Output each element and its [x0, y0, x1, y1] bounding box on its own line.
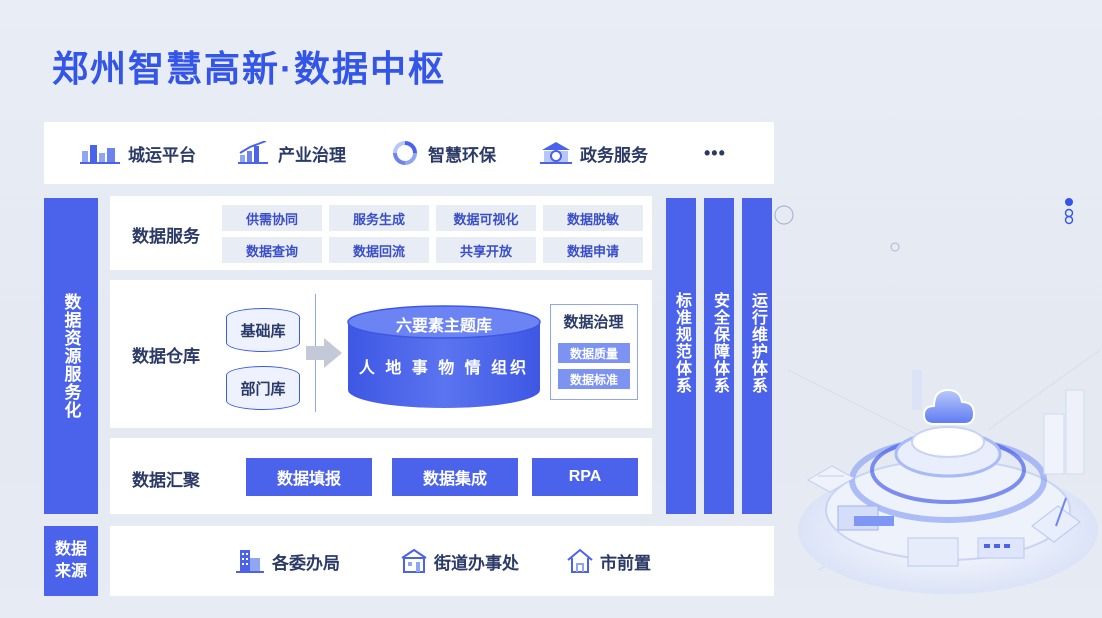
service-tag[interactable]: 数据可视化	[436, 205, 536, 231]
application-bar: 城运平台 产业治理 智慧环保 政务服务 •••	[44, 122, 774, 184]
bar-chart-icon	[238, 141, 268, 164]
governance-item[interactable]: 数据质量	[558, 343, 630, 363]
office-icon	[401, 548, 427, 573]
page-title: 郑州智慧高新·数据中枢	[52, 48, 446, 89]
resource-service-label: 数据资源服务化	[61, 293, 81, 419]
pager-dots-icon[interactable]	[1062, 196, 1076, 230]
security-label: 安全保障体系	[711, 292, 728, 394]
source-item[interactable]: 市前置	[566, 548, 651, 574]
governance-title: 数据治理	[563, 314, 624, 331]
data-warehouse-label: 数据仓库	[132, 347, 200, 366]
data-warehouse-panel: 数据仓库 基础库 部门库 六要素主题库 人 地 事 物 情 组织 数据治理 数据…	[110, 280, 652, 428]
six-element-db[interactable]: 六要素主题库 人 地 事 物 情 组织	[346, 304, 542, 412]
data-sources-panel: 各委办局 街道办事处 市前置	[110, 526, 774, 596]
source-label: 市前置	[600, 553, 651, 573]
data-gather-panel: 数据汇聚 数据填报 数据集成 RPA	[110, 438, 652, 514]
operations-label: 运行维护体系	[749, 292, 766, 394]
app-industry-governance[interactable]: 产业治理	[238, 141, 346, 166]
main-db-title: 六要素主题库	[395, 318, 492, 335]
data-source-column: 数据来源	[44, 526, 98, 596]
arrow-right-icon	[306, 338, 342, 368]
app-smart-environment[interactable]: 智慧环保	[388, 140, 496, 166]
governance-item[interactable]: 数据标准	[558, 369, 630, 389]
app-label: 产业治理	[278, 145, 346, 165]
data-service-label: 数据服务	[132, 227, 200, 246]
small-circle-decoration-icon	[890, 242, 900, 252]
resource-service-column: 数据资源服务化	[44, 198, 98, 514]
app-city-platform[interactable]: 城运平台	[80, 141, 196, 166]
app-label: 政务服务	[580, 145, 648, 165]
operations-column: 运行维护体系	[742, 198, 772, 514]
service-tag[interactable]: 服务生成	[329, 205, 429, 231]
cylinder-db-icon	[347, 305, 541, 408]
service-tag[interactable]: 数据申请	[543, 237, 643, 263]
app-label: 城运平台	[128, 145, 196, 165]
security-column: 安全保障体系	[704, 198, 734, 514]
source-label: 各委办局	[272, 553, 340, 573]
source-item[interactable]: 各委办局	[236, 548, 340, 574]
city-icon	[80, 145, 120, 164]
building-icon	[236, 550, 264, 573]
house-icon	[567, 548, 593, 573]
page-indicator[interactable]	[1062, 196, 1076, 235]
app-government-service[interactable]: 政务服务	[538, 140, 648, 166]
service-tag[interactable]: 数据脱敏	[543, 205, 643, 231]
data-integration-button[interactable]: 数据集成	[392, 458, 518, 496]
government-icon	[540, 142, 572, 164]
standards-label: 标准规范体系	[673, 292, 690, 394]
governance-box: 数据治理 数据质量 数据标准	[550, 304, 638, 400]
data-fill-button[interactable]: 数据填报	[246, 458, 372, 496]
rpa-button[interactable]: RPA	[532, 458, 638, 496]
standards-column: 标准规范体系	[666, 198, 696, 514]
source-item[interactable]: 街道办事处	[400, 548, 519, 574]
department-db[interactable]: 部门库	[226, 366, 300, 410]
service-tag[interactable]: 数据查询	[222, 237, 322, 263]
data-source-label: 数据来源	[54, 541, 87, 580]
basic-db[interactable]: 基础库	[226, 308, 300, 352]
source-label: 街道办事处	[434, 553, 519, 573]
app-label: 智慧环保	[428, 145, 496, 165]
data-service-panel: 数据服务 供需协同 服务生成 数据可视化 数据脱敏 数据查询 数据回流 共享开放…	[110, 196, 652, 270]
circle-decoration-icon	[774, 205, 794, 225]
service-tag[interactable]: 供需协同	[222, 205, 322, 231]
data-gather-label: 数据汇聚	[132, 471, 200, 490]
main-db-elements: 人 地 事 物 情 组织	[358, 360, 530, 377]
service-tag[interactable]: 共享开放	[436, 237, 536, 263]
recycle-icon	[393, 141, 417, 165]
cloud-platform-illustration-icon	[788, 349, 1100, 594]
service-tag[interactable]: 数据回流	[329, 237, 429, 263]
more-apps-button[interactable]: •••	[704, 142, 726, 163]
